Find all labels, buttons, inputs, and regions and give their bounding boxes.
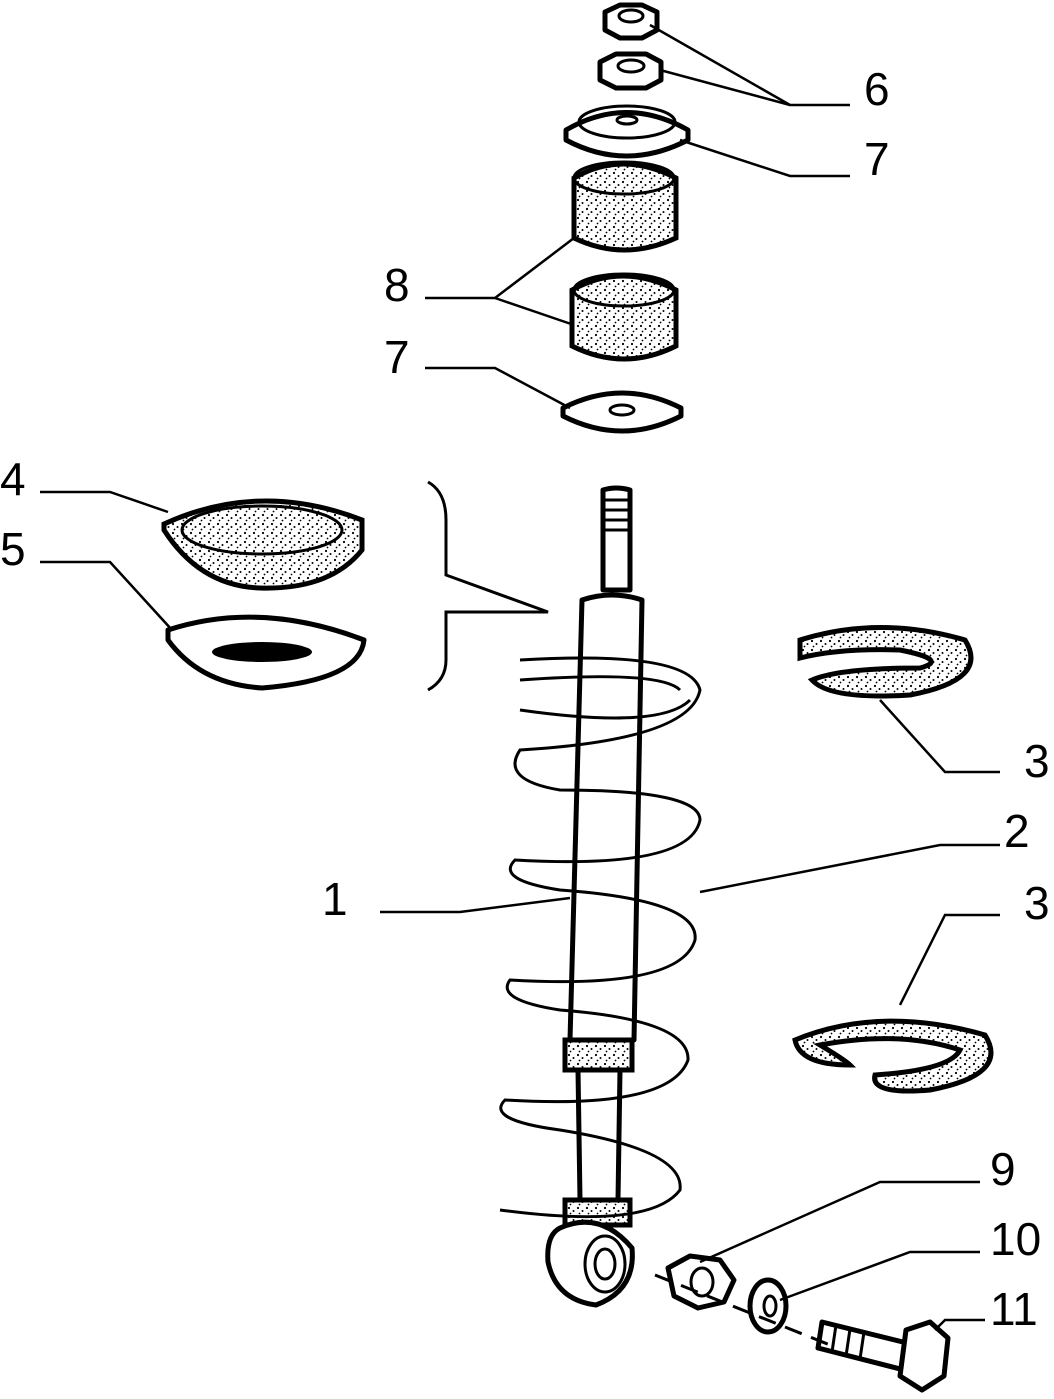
fastener-axis (654, 1273, 831, 1347)
callout-5: 5 (0, 523, 26, 575)
top-nuts (597, 2, 664, 91)
coil-spring (499, 656, 702, 1219)
spring-insulator-upper (797, 625, 974, 699)
bottom-nut (665, 1253, 737, 1311)
callout-8: 8 (384, 259, 410, 311)
bottom-bolt (815, 1319, 951, 1393)
callout-9: 9 (990, 1143, 1016, 1195)
callout-2: 2 (1004, 805, 1030, 857)
callout-7-lower: 7 (384, 331, 410, 383)
upper-cup-washer (563, 104, 691, 159)
callout-4: 4 (0, 453, 26, 505)
lower-cup-washer (560, 390, 684, 434)
rubber-bushings (569, 160, 679, 362)
callout-10: 10 (990, 1213, 1042, 1265)
spring-insulator-lower (792, 1018, 994, 1094)
callout-7-upper: 7 (864, 133, 890, 185)
assembly-bracket (427, 480, 549, 692)
callout-1: 1 (322, 873, 348, 925)
callout-3-upper: 3 (1024, 735, 1050, 787)
bottom-washer (747, 1277, 789, 1335)
leader-lines (40, 23, 1000, 1331)
spring-seat-plate (165, 614, 367, 691)
upper-spring-seat (161, 498, 365, 591)
shock-absorber (545, 485, 645, 1308)
callout-11: 11 (990, 1283, 1038, 1335)
callout-3-lower: 3 (1024, 877, 1050, 929)
callout-6: 6 (864, 63, 890, 115)
